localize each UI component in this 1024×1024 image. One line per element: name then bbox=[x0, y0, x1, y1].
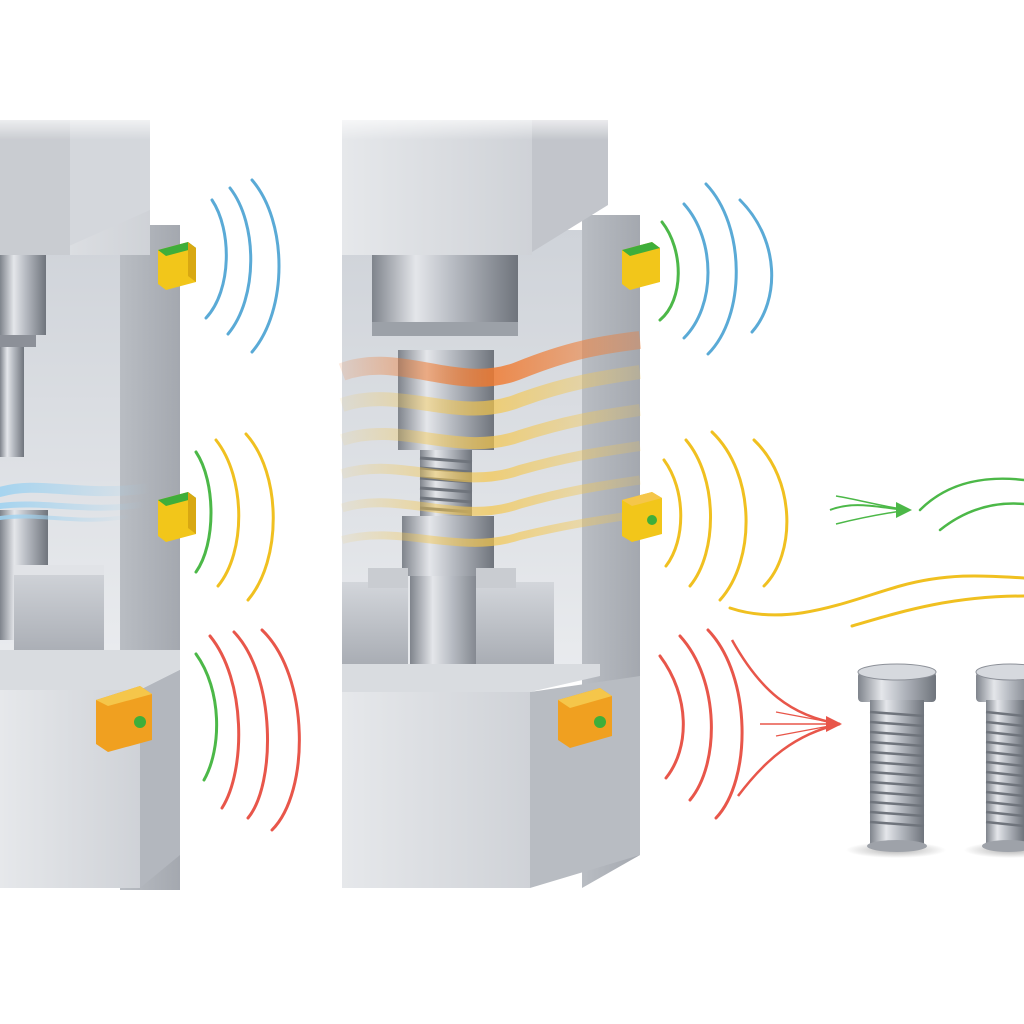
signal-waves-left-top bbox=[204, 178, 281, 354]
sensor-left-top bbox=[158, 242, 196, 290]
bolt-icon-2 bbox=[964, 663, 1024, 858]
signal-stream-yellow bbox=[728, 574, 1024, 628]
signal-waves-middle-top bbox=[658, 182, 774, 356]
heat-zone bbox=[338, 331, 642, 547]
sensor-middle-top bbox=[622, 242, 660, 290]
sensor-left-bottom bbox=[96, 686, 152, 752]
arrow-icon-green bbox=[829, 495, 912, 525]
coolant-flow bbox=[0, 482, 155, 522]
signal-waves-left-bottom bbox=[194, 628, 301, 832]
signal-stream-green bbox=[918, 477, 1024, 532]
signal-waves-middle-bottom bbox=[658, 628, 744, 820]
signal-waves-middle-middle bbox=[662, 430, 789, 602]
sensor-left-middle bbox=[158, 492, 196, 542]
arrow-icon-red bbox=[730, 639, 842, 797]
bolt-icon-1 bbox=[846, 663, 946, 858]
press-unit-middle bbox=[330, 110, 642, 888]
sensor-middle-bottom bbox=[558, 688, 612, 748]
sensor-middle-middle bbox=[622, 492, 662, 542]
signal-waves-left-middle bbox=[194, 432, 275, 602]
